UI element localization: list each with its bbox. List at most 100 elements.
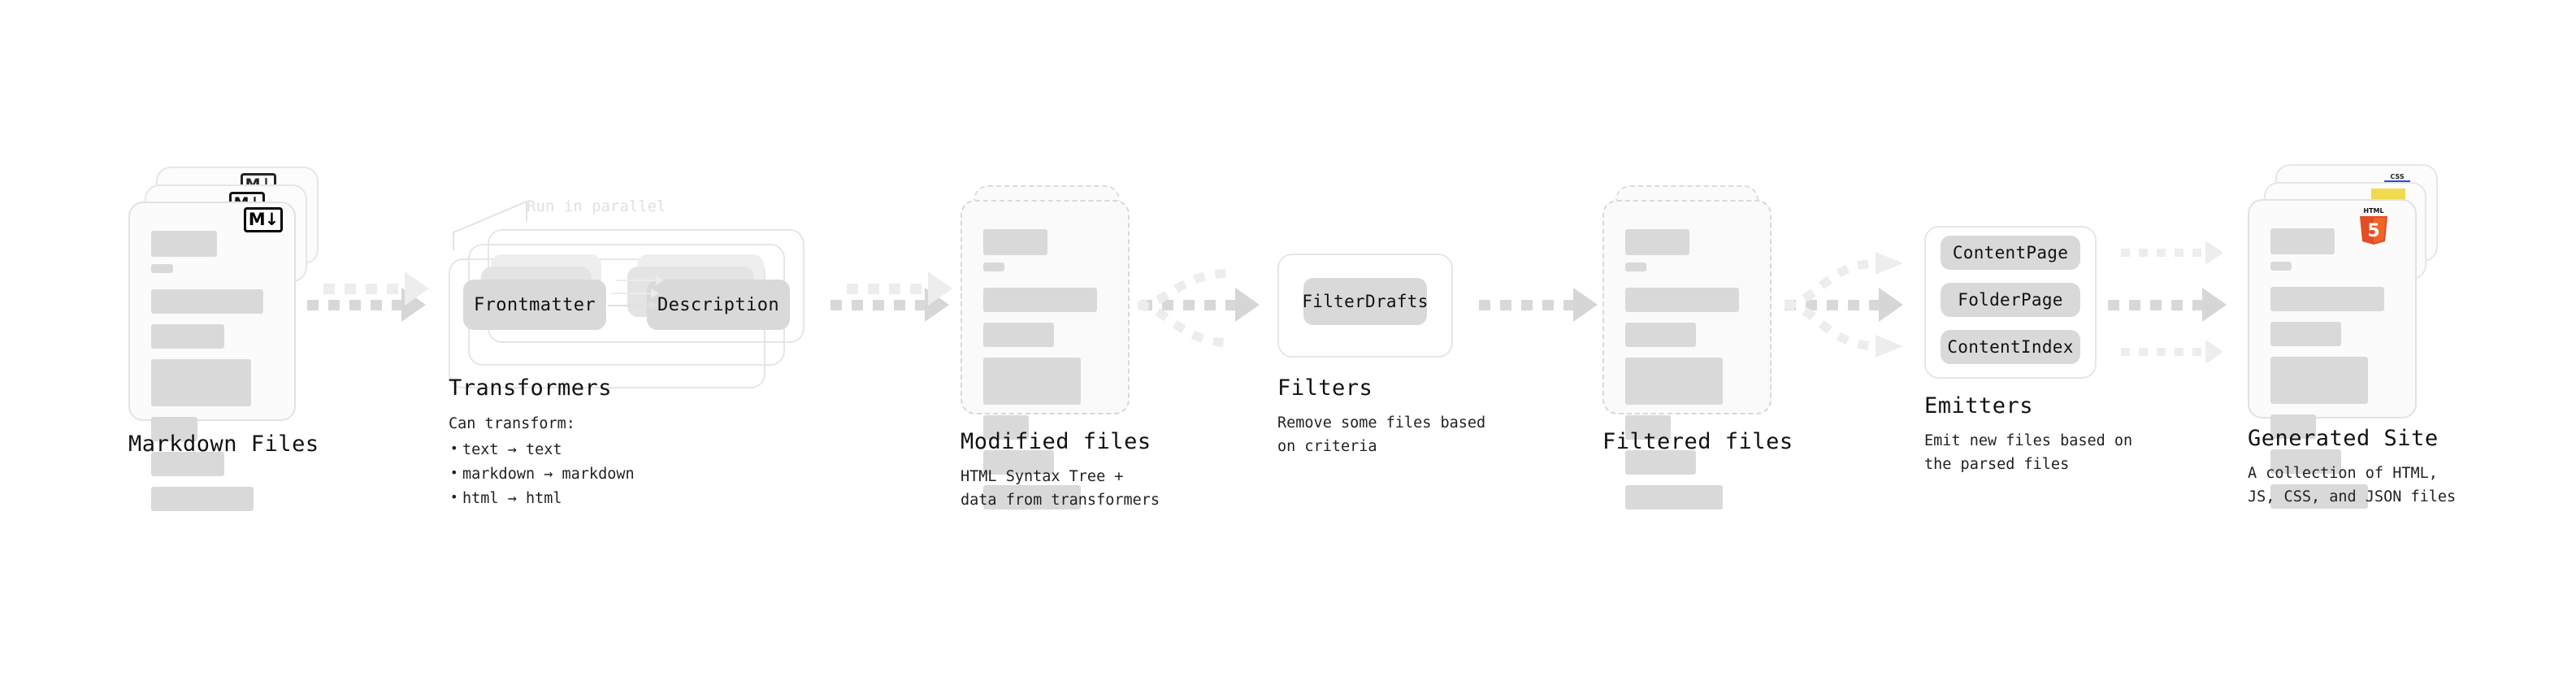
skeleton-bar [983, 485, 1082, 510]
arrow-head [1235, 288, 1260, 322]
arrow-head [1879, 288, 1903, 322]
arrow-filters-to-filtered [1479, 288, 1598, 322]
filters-note: Remove some files based on criteria [1277, 414, 1486, 455]
skeleton-bar [2270, 484, 2369, 509]
skeleton-bar [983, 262, 1004, 271]
chip-label: Description [657, 294, 780, 315]
modified-note: HTML Syntax Tree + data from transformer… [961, 468, 1160, 509]
skeleton-bar [2270, 322, 2341, 346]
skeleton-bar [151, 231, 217, 257]
emitters-note: Emit new files based on the parsed files [1924, 432, 2133, 473]
css3-icon: CSS [2384, 173, 2410, 183]
filter-chip-filterdrafts[interactable]: FilterDrafts [1302, 278, 1429, 325]
svg-text:HTML: HTML [2363, 207, 2383, 215]
transformers-note-list: text → text markdown → markdown html → h… [449, 438, 635, 511]
transformer-link-front [608, 301, 657, 310]
arrow-emitters-out-mid [2108, 288, 2227, 322]
arrow-head [405, 271, 429, 306]
transformers-note: Can transform: text → text markdown → ma… [449, 412, 635, 511]
transformers-heading: Transformers [449, 375, 613, 401]
skeleton-bar [983, 229, 1048, 255]
skeleton-bar [2270, 449, 2341, 474]
chip-label: Frontmatter [473, 294, 596, 315]
transformers-note-item: html → html [450, 487, 635, 511]
arrow-emitters-out-top [2121, 241, 2223, 265]
chip-label: FolderPage [1958, 290, 2063, 310]
skeleton-bar [151, 359, 251, 406]
arrow-dots [323, 283, 406, 294]
emitter-chip-contentpage[interactable]: ContentPage [1941, 236, 2080, 270]
arrow-dots [2108, 299, 2204, 310]
skeleton-bar [1625, 262, 1646, 271]
arrow-dots [830, 299, 926, 310]
arrow-head [2205, 340, 2223, 364]
skeleton-bar [2270, 414, 2317, 439]
generated-heading: Generated Site [2248, 426, 2439, 451]
filtered-skeleton [1604, 202, 1770, 520]
modified-skeleton [962, 202, 1128, 520]
arrow-head [928, 271, 952, 306]
skeleton-bar [2270, 228, 2335, 254]
arrow-dots [847, 283, 930, 294]
generated-site-card [2248, 199, 2417, 509]
emitter-chip-folderpage[interactable]: FolderPage [1941, 283, 2080, 317]
skeleton-bar [983, 415, 1030, 440]
arrow-head [2202, 288, 2227, 322]
transformers-note-item: markdown → markdown [450, 462, 635, 487]
transformer-chip-description[interactable]: Description [647, 280, 790, 330]
skeleton-bar [151, 452, 224, 476]
arrow-tip [651, 288, 659, 298]
skeleton-bar [151, 324, 224, 349]
emitters-heading: Emitters [1924, 393, 2034, 419]
arrow-tip [656, 275, 664, 285]
transformers-note-item: text → text [450, 438, 635, 462]
skeleton-bar [2270, 287, 2384, 311]
skeleton-bar [983, 288, 1097, 312]
skeleton-bar [983, 323, 1054, 347]
arrow-transformers-to-modified-ghost [847, 271, 952, 306]
filters-heading: Filters [1277, 375, 1373, 401]
skeleton-bar [983, 450, 1054, 475]
generated-skeleton [2249, 201, 2415, 519]
filtered-heading: Filtered files [1602, 429, 1793, 454]
arrow-dots [307, 299, 403, 310]
skeleton-bar [2270, 357, 2369, 404]
parallel-bracket [453, 200, 527, 250]
modified-heading: Modified files [961, 429, 1151, 454]
skeleton-bar [151, 487, 254, 511]
html5-icon: HTML 5 [2360, 207, 2387, 245]
arrow-dots [1479, 299, 1575, 310]
generated-note: A collection of HTML, JS, CSS, and JSON … [2248, 465, 2457, 505]
arrow-modified-to-filters [1141, 288, 1260, 322]
skeleton-bar [1625, 358, 1724, 405]
modified-file-card [961, 200, 1130, 510]
arrow-filtered-fanout [1784, 252, 1903, 358]
arrow-dots [2121, 249, 2207, 257]
arrow-dots [1141, 299, 1237, 310]
chip-label: ContentIndex [1947, 337, 2074, 357]
skeleton-bar [1625, 485, 1724, 510]
chip-label: FilterDrafts [1302, 292, 1429, 311]
markdown-skeleton [130, 203, 294, 522]
transformer-chip-frontmatter[interactable]: Frontmatter [463, 280, 606, 330]
markdown-icon: M↓ [244, 207, 283, 232]
emitter-chip-contentindex[interactable]: ContentIndex [1941, 330, 2080, 364]
arrow-dots [1785, 299, 1880, 310]
skeleton-bar [151, 417, 197, 441]
run-in-parallel-label: Run in parallel [527, 197, 666, 215]
transformer-link-back [616, 275, 664, 285]
markdown-badge-letter: M [248, 210, 266, 229]
skeleton-bar [1625, 323, 1696, 347]
arrow-emitters-out-bottom [2121, 340, 2223, 364]
skeleton-bar [1625, 450, 1696, 475]
arrow-modified-branch [1137, 268, 1233, 348]
svg-text:CSS: CSS [2390, 173, 2404, 180]
skeleton-bar [983, 358, 1082, 405]
svg-text:5: 5 [2367, 221, 2379, 241]
arrow-tip [649, 301, 657, 310]
arrow-filtered-to-emitters [1785, 288, 1903, 322]
chip-label: ContentPage [1952, 243, 2069, 262]
skeleton-bar [151, 289, 263, 314]
transformer-link-mid [611, 288, 659, 298]
